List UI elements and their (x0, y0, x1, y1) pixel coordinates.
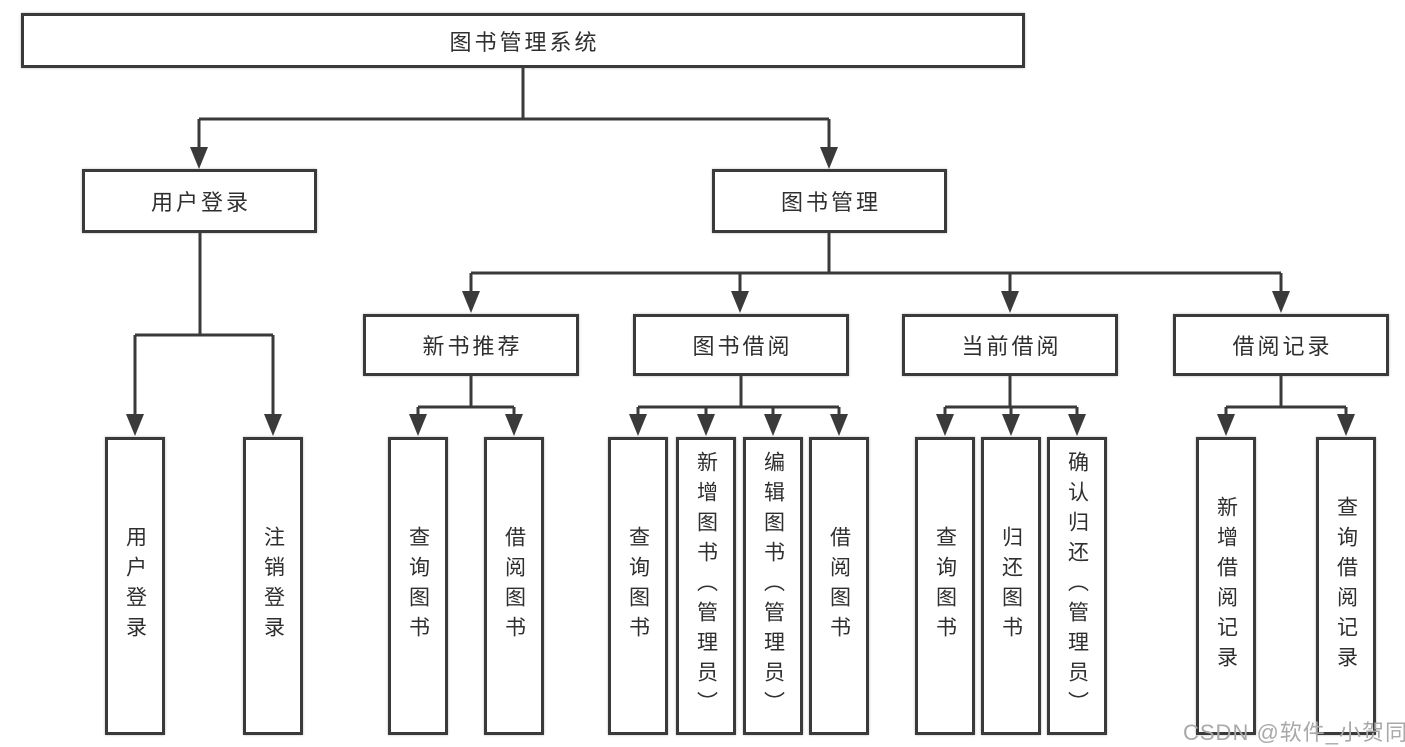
connector-book-borrow-branch (629, 376, 848, 436)
leaf-edit-book-admin: 编辑图书（管理员） (743, 437, 803, 735)
connector-new-book-branch (409, 376, 523, 436)
node-root-library-system: 图书管理系统 (21, 13, 1025, 68)
leaf-query-borrow-record: 查询借阅记录 (1316, 437, 1376, 735)
leaf-add-book-admin: 新增图书（管理员） (676, 437, 736, 735)
connector-current-borrow-branch (936, 376, 1086, 436)
connector-user-login-branch (126, 233, 282, 436)
connector-root-to-level2 (190, 68, 838, 169)
leaf-borrow-book: 借阅图书 (809, 437, 869, 735)
node-current-borrow: 当前借阅 (902, 314, 1118, 376)
node-book-management: 图书管理 (712, 169, 947, 233)
leaf-return-book: 归还图书 (981, 437, 1041, 735)
leaf-query-book-borrow: 查询图书 (608, 437, 668, 735)
node-borrow-record: 借阅记录 (1173, 314, 1389, 376)
node-user-login: 用户登录 (82, 169, 317, 233)
leaf-query-book-current: 查询图书 (915, 437, 975, 735)
leaf-user-login: 用户登录 (105, 437, 165, 735)
connector-borrow-record-branch (1217, 376, 1355, 436)
connector-book-management-branch (462, 233, 1290, 313)
csdn-watermark: CSDN @软件_小贺同学 (1183, 720, 1405, 745)
leaf-query-book-recommend: 查询图书 (388, 437, 448, 735)
leaf-add-borrow-record: 新增借阅记录 (1196, 437, 1256, 735)
node-book-borrow: 图书借阅 (633, 314, 849, 376)
leaf-confirm-return-admin: 确认归还（管理员） (1047, 437, 1107, 735)
leaf-logout: 注销登录 (243, 437, 303, 735)
node-new-book-recommend: 新书推荐 (363, 314, 579, 376)
leaf-borrow-book-recommend: 借阅图书 (484, 437, 544, 735)
